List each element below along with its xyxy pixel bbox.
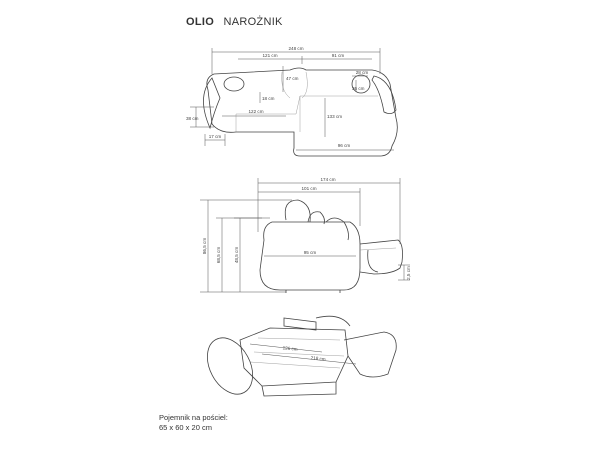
top-sofa-outline xyxy=(206,67,398,157)
top-view: 248 cm 121 cm 91 cm 47 cm 18 cm 38 cm 12… xyxy=(186,46,398,157)
storage-note-line2: 65 x 60 x 20 cm xyxy=(159,423,212,432)
top-pillow-left xyxy=(223,76,245,92)
side-total-depth: 174 cm xyxy=(320,177,335,182)
side-body-depth: 101 cm xyxy=(301,186,316,191)
top-left-width: 121 cm xyxy=(262,53,277,58)
model-name: OLIO xyxy=(186,16,215,28)
bed-width: 126 cm xyxy=(282,345,298,352)
top-seat-depth: 18 cm xyxy=(262,96,275,101)
top-total-width: 248 cm xyxy=(288,46,303,51)
top-pillow-size: 28 cm xyxy=(356,70,369,75)
bed-view: 126 cm 218 cm xyxy=(207,315,397,397)
side-seat-height: 48,5 cm xyxy=(234,247,239,264)
top-right-width: 91 cm xyxy=(332,53,345,58)
top-seat-length: 122 cm xyxy=(248,109,263,114)
side-sofa-body xyxy=(259,221,361,291)
top-arm-width: 17 cm xyxy=(209,134,222,139)
product-type: NAROŻNIK xyxy=(223,16,283,28)
bed-armrest xyxy=(207,337,253,395)
top-arm-height: 38 cm xyxy=(186,116,199,121)
side-total-height: 86,5 cm xyxy=(202,238,207,255)
top-back-depth: 47 cm xyxy=(286,76,299,81)
side-leg-height: 2,5 cm xyxy=(406,266,411,280)
page-title: OLIO NAROŻNIK xyxy=(186,16,283,28)
side-back-height: 68,5 cm xyxy=(216,247,221,264)
side-seat-depth: 95 cm xyxy=(304,250,317,255)
top-pillow-right xyxy=(351,74,371,94)
side-view: 174 cm 101 cm 86,5 cm 68,5 cm 48,5 cm 95… xyxy=(200,177,411,293)
storage-note-line1: Pojemnik na pościel: xyxy=(159,413,228,422)
storage-note: Pojemnik na pościel: 65 x 60 x 20 cm xyxy=(159,413,228,433)
top-chaise-width: 96 cm xyxy=(338,143,351,148)
bed-length: 218 cm xyxy=(310,355,326,362)
bed-mattress xyxy=(239,327,349,387)
top-chaise-depth: 133 cm xyxy=(327,114,342,119)
top-pillow-depth: 36 cm xyxy=(352,86,365,91)
